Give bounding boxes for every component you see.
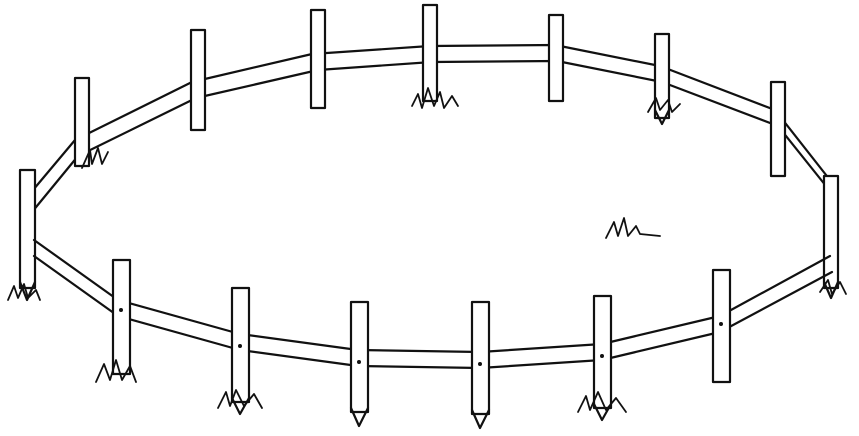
fence-post: [592, 294, 613, 410]
nail: [119, 308, 123, 312]
fence-post: [769, 80, 787, 178]
front-rail-upper: [32, 238, 832, 354]
grass-tuft: [605, 217, 661, 239]
nail: [238, 344, 242, 348]
front-post-tips: [230, 396, 613, 430]
post-tip: [653, 108, 671, 126]
fence-post: [111, 258, 132, 376]
front-posts: [111, 258, 732, 416]
grass-tuft: [577, 391, 627, 413]
fence-post: [421, 3, 439, 103]
post-tip: [470, 408, 491, 430]
fence-post: [711, 268, 732, 384]
grass-tuft: [411, 87, 459, 109]
fence-post: [822, 174, 840, 290]
nail: [478, 362, 482, 366]
front-rail-lower: [32, 254, 834, 370]
grass-tuft: [95, 359, 137, 383]
fence-post: [18, 168, 37, 290]
fence-post: [73, 76, 91, 168]
fence-post: [653, 32, 671, 120]
nail: [357, 360, 361, 364]
grass-tuft: [647, 97, 681, 113]
fence-post: [189, 28, 207, 132]
fence-post: [309, 8, 327, 110]
grass-tuft: [819, 279, 847, 295]
grass-tuft: [217, 389, 263, 409]
fence-post: [470, 300, 491, 416]
nail: [600, 354, 604, 358]
post-tip: [349, 406, 370, 428]
front-rails: [32, 238, 834, 370]
rail-nails: [119, 308, 723, 366]
fence-post: [349, 300, 370, 414]
back-posts: [18, 3, 840, 290]
grass-tuft: [7, 283, 41, 301]
post-tip: [592, 402, 613, 422]
nail: [719, 322, 723, 326]
grass-tuft: [81, 147, 109, 169]
fence-post: [547, 13, 565, 103]
grass-tufts: [7, 87, 847, 413]
